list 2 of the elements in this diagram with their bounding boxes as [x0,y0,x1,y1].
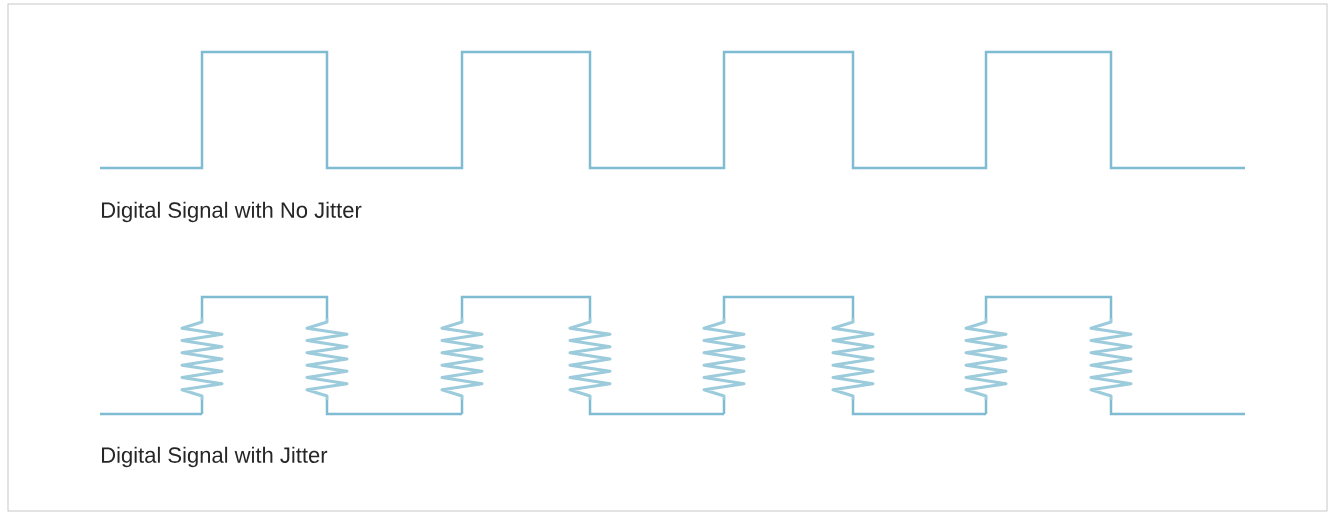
signal-label: Digital Signal with No Jitter [102,201,362,223]
signal-label: Digital Signal with Jitter [102,446,328,468]
